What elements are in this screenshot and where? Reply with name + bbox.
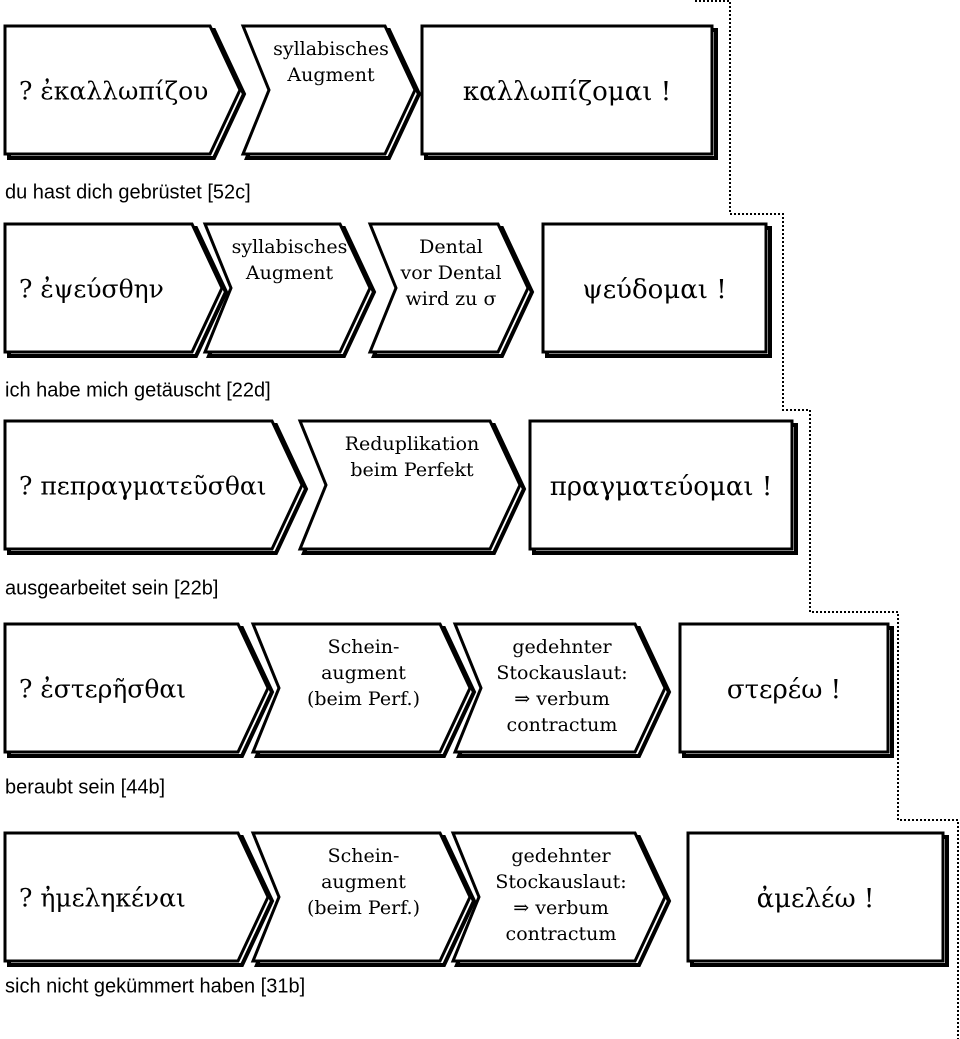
answer-box (678, 622, 890, 754)
question-form: ? ἐψεύσθην (19, 275, 164, 304)
question-form: ? πεπραγματεῦσθαι (19, 472, 267, 501)
step-label-line: augment (321, 662, 406, 684)
step-label-line: vor Dental (399, 262, 501, 284)
step-label-line: gedehnter (511, 845, 611, 867)
step-label-line: contractum (507, 714, 618, 736)
step-label-line: syllabisches (232, 236, 348, 258)
answer-box (420, 24, 714, 156)
answer-form: καλλωπίζομαι ! (463, 77, 671, 107)
translation-text: ausgearbeitet sein [22b] (5, 577, 219, 599)
step-label-line: contractum (506, 923, 617, 945)
step-chevron (450, 831, 667, 963)
step-chevron (202, 222, 372, 354)
question-form: ? ἐστερῆσθαι (19, 675, 186, 704)
step-label-line: Augment (245, 262, 334, 284)
step-label-line: augment (321, 871, 406, 893)
answer-form: ἀμελέω ! (757, 884, 875, 914)
translation-text: sich nicht gekümmert haben [31b] (5, 975, 305, 997)
step-label-line: Dental (419, 236, 483, 258)
step-label-line: Stockauslaut: (495, 871, 626, 893)
step-label-line: Schein- (328, 636, 400, 658)
question-form: ? ἠμεληκέναι (19, 884, 186, 913)
dashed-staircase (695, 0, 959, 1039)
step-label-line: syllabisches (273, 38, 389, 60)
question-form: ? ἐκαλλωπίζου (19, 77, 208, 106)
answer-form: ψεύδομαι ! (582, 275, 726, 305)
translation-text: ich habe mich getäuscht [22d] (5, 379, 271, 401)
step-chevron (367, 222, 530, 354)
derivation-row: ? ἐστερῆσθαι Schein-augment (beim Perf.) ge… (3, 622, 894, 798)
step-chevron (250, 622, 472, 754)
question-box (3, 419, 304, 551)
step-label-line: beim Perfekt (350, 459, 474, 481)
answer-box (686, 831, 945, 963)
question-box (3, 622, 270, 754)
step-chevron (240, 24, 417, 156)
derivation-row: ? πεπραγματεῦσθαι Reduplikation beim Perfe… (3, 419, 798, 599)
step-label-line: ⇒ verbum (513, 897, 608, 919)
step-chevron (250, 831, 472, 963)
step-label-line: Schein- (328, 845, 400, 867)
step-label-line: Stockauslaut: (496, 662, 627, 684)
step-chevron (452, 622, 667, 754)
answer-form: πραγματεύομαι ! (550, 472, 773, 502)
step-label-line: wird zu σ (406, 288, 497, 310)
step-label-line: ⇒ verbum (514, 688, 609, 710)
question-box (3, 24, 242, 156)
step-chevron (297, 419, 522, 551)
step-label-line: Reduplikation (345, 433, 480, 455)
answer-box (541, 222, 768, 354)
step-label-line: (beim Perf.) (307, 688, 420, 710)
step-label-line: (beim Perf.) (307, 897, 420, 919)
question-box (3, 831, 270, 963)
step-label-line: gedehnter (512, 636, 612, 658)
translation-text: beraubt sein [44b] (5, 776, 165, 798)
answer-form: στερέω ! (727, 675, 841, 705)
derivation-row: ? ἠμεληκέναι Schein-augment (beim Perf.) ge… (3, 831, 949, 997)
answer-box (528, 419, 794, 551)
question-box (3, 222, 224, 354)
translation-text: du hast dich gebrüstet [52c] (5, 181, 251, 203)
step-label-line: Augment (286, 64, 375, 86)
